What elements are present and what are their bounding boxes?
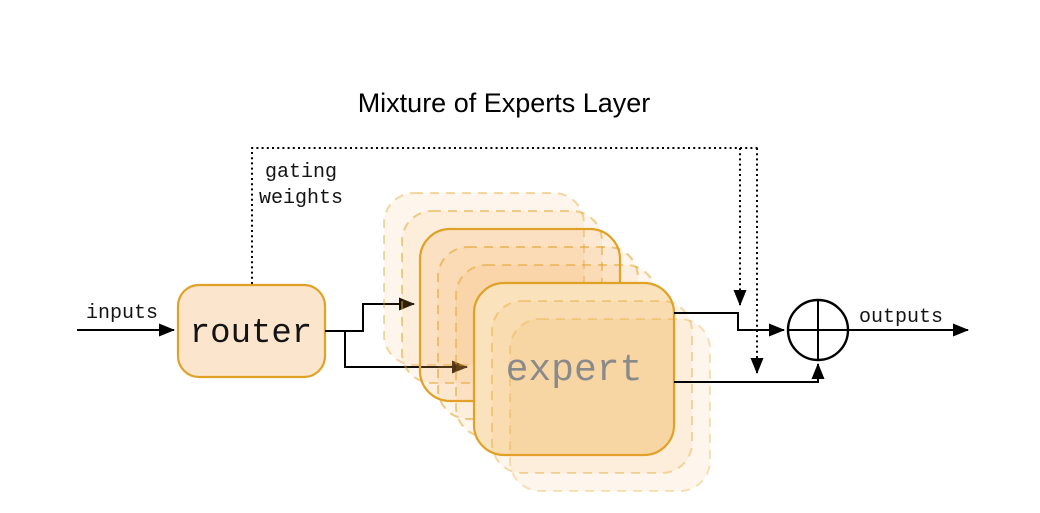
inputs-label: inputs (86, 302, 158, 325)
expert-layer-front (472, 281, 676, 457)
lower-expert-output-arrow (674, 363, 825, 383)
inputs-group: inputs (77, 302, 175, 337)
gating-weights-label-line1: gating (265, 161, 337, 184)
expert-layer (509, 318, 711, 492)
sum-node (786, 298, 850, 362)
router-arrow-to-lower-expert (344, 331, 468, 374)
outputs-group: outputs (848, 306, 969, 337)
router-label: router (190, 315, 312, 353)
upper-expert-output-arrow (674, 312, 785, 337)
expert-label: expert (506, 349, 643, 392)
router-node: router (176, 283, 327, 379)
outputs-label: outputs (859, 306, 943, 329)
gating-dotted-path (251, 147, 758, 284)
gating-weights-connector: gating weights (251, 147, 764, 374)
diagram-title: Mixture of Experts Layer (358, 88, 651, 118)
experts-to-sum-connector (674, 312, 825, 383)
router-to-experts-connector (325, 297, 468, 374)
expert-layer (491, 300, 693, 474)
expert-stack: expert (383, 192, 711, 492)
gating-weights-label-line2: weights (259, 187, 343, 210)
